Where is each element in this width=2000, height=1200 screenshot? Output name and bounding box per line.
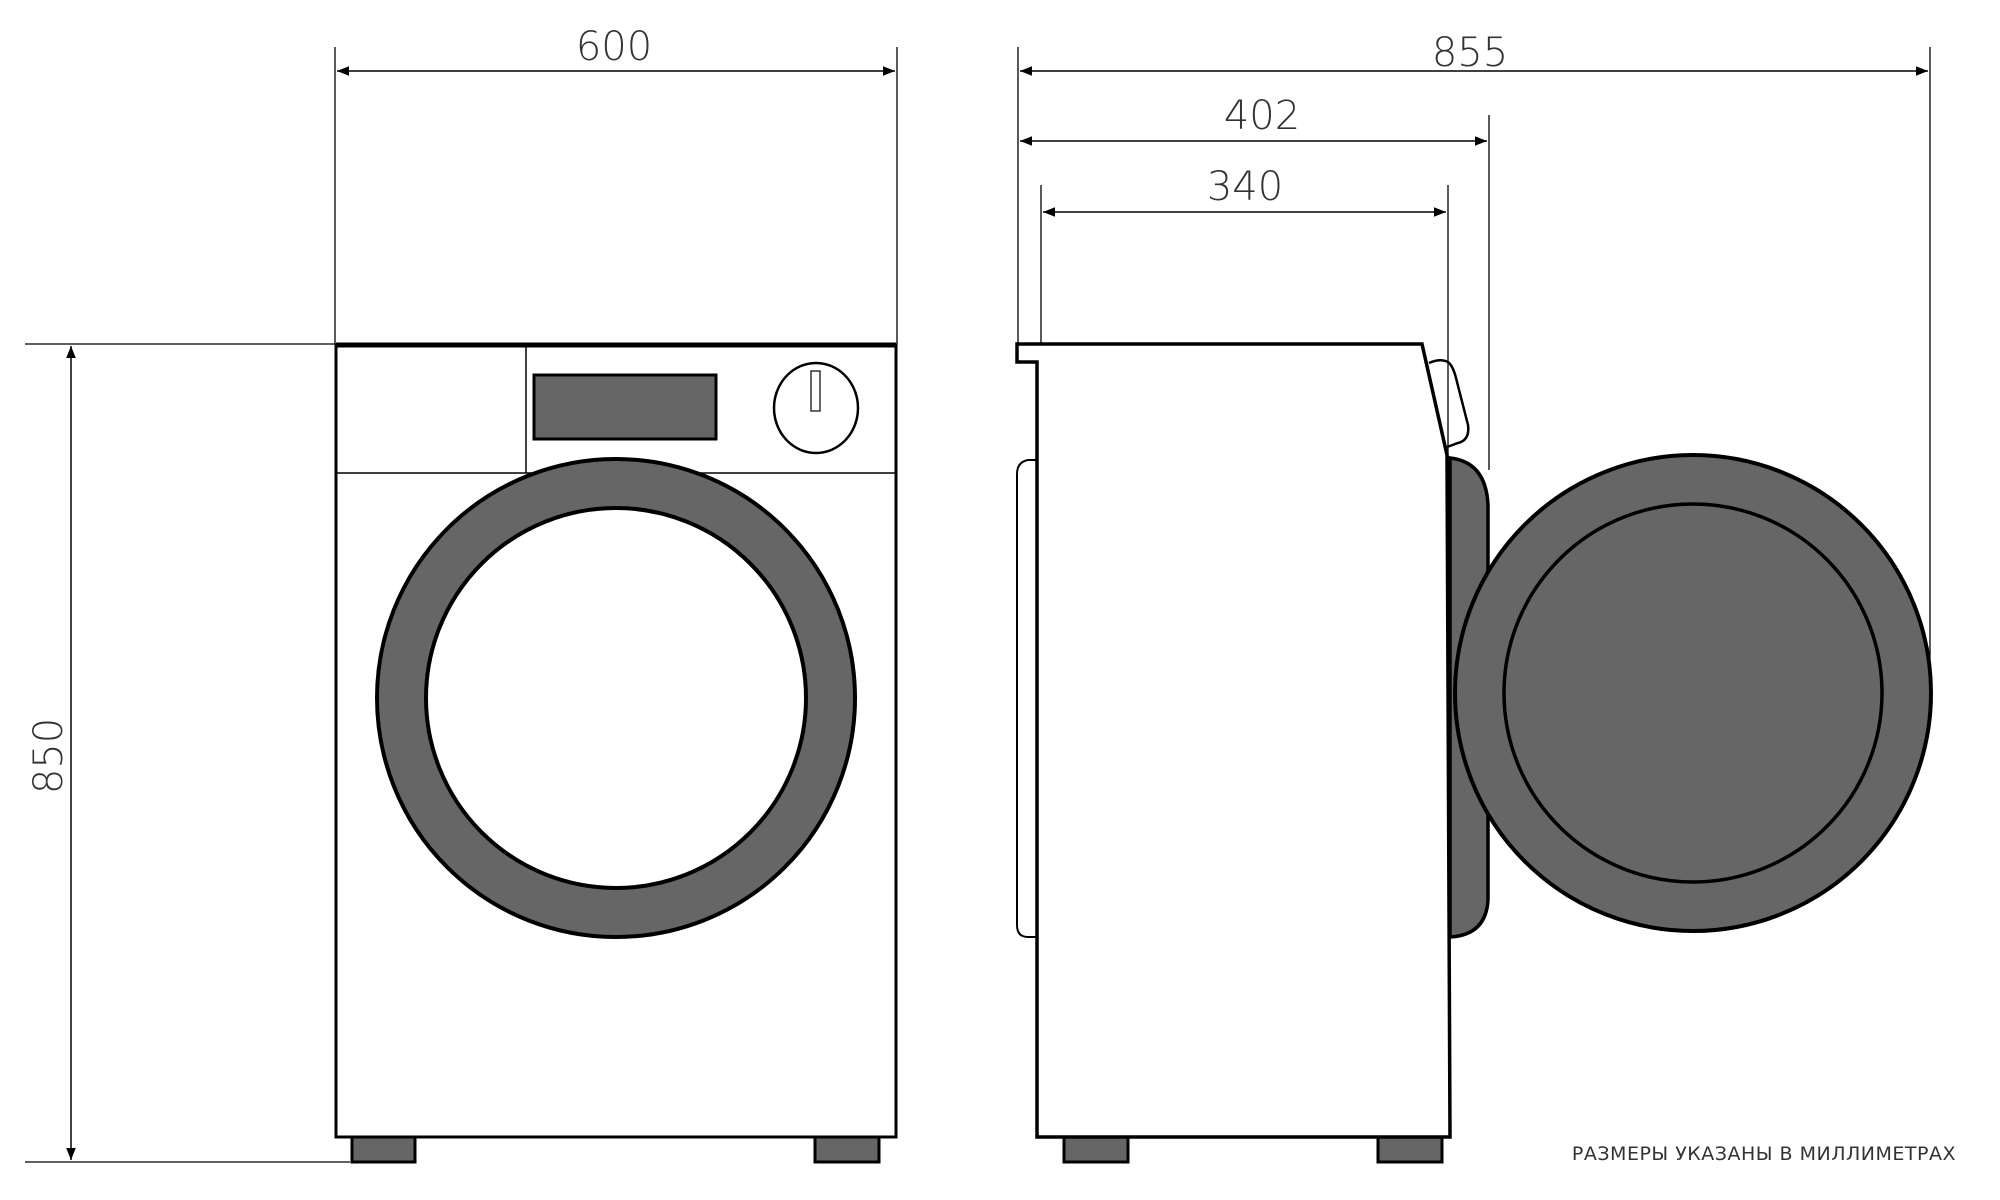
open-door-glass (1502, 502, 1884, 884)
side-view: 855 402 340 (1015, 30, 1933, 1164)
display-panel (532, 373, 718, 441)
foot (350, 1135, 417, 1164)
dimension-label-height: 850 (26, 718, 72, 794)
side-body (1015, 342, 1452, 1139)
dimension-label-depth-with-door: 402 (1224, 93, 1300, 139)
units-note: РАЗМЕРЫ УКАЗАНЫ В МИЛЛИМЕТРАХ (1571, 1143, 1956, 1165)
dimension-label-body-depth: 340 (1207, 164, 1283, 210)
dimension-label-total-depth: 855 (1432, 30, 1508, 76)
knob-indicator (810, 370, 821, 412)
foot (813, 1135, 881, 1164)
dimension-label-width: 600 (576, 24, 652, 70)
rear-hose-cover (1016, 459, 1037, 938)
front-view: 600 850 (25, 24, 898, 1164)
knob-side-profile (1428, 359, 1470, 449)
door-glass (424, 506, 808, 890)
foot (1376, 1135, 1444, 1164)
foot (1062, 1135, 1130, 1164)
